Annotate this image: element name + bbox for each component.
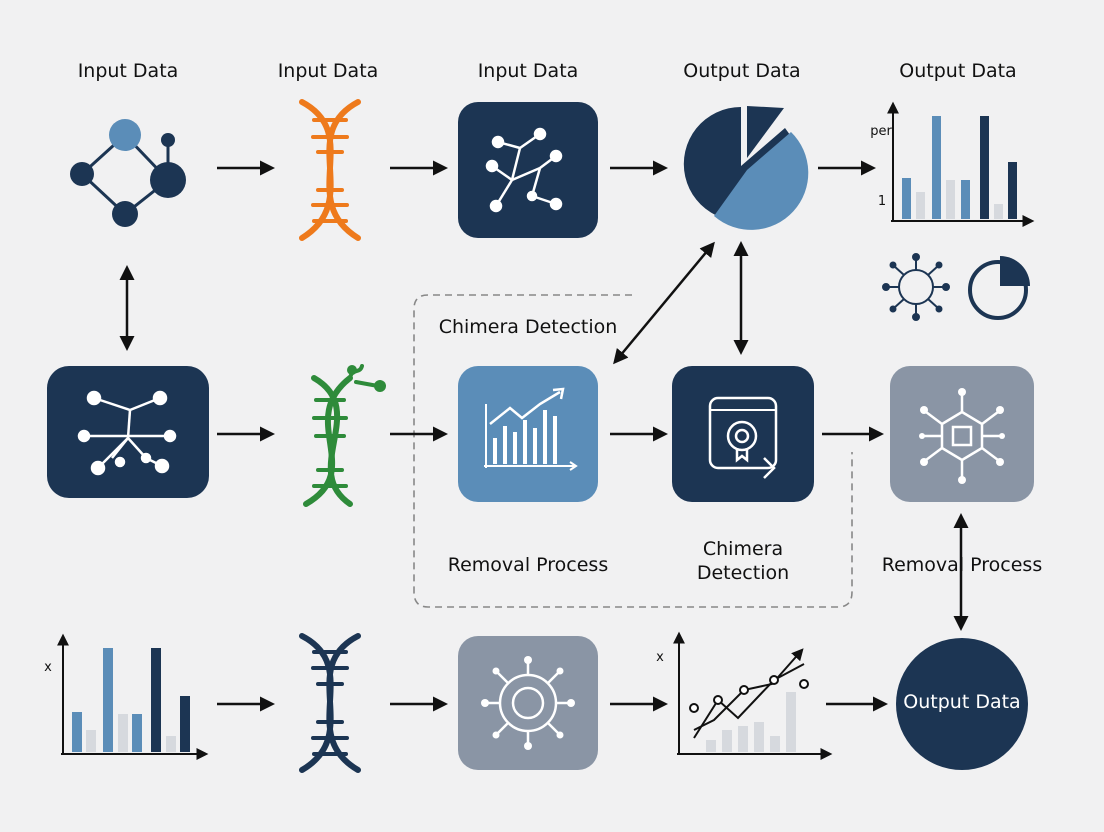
dna-green-icon — [303, 364, 386, 507]
document-badge-tile-icon — [672, 366, 814, 502]
dna-orange-icon — [299, 99, 361, 241]
chimera-detection-label-bottom: Chimera Detection — [696, 538, 790, 584]
network-tile-icon — [458, 102, 598, 238]
molecule-network-icon — [70, 119, 186, 227]
network-tile-dark-icon — [47, 366, 209, 498]
column-label-1: Input Data — [77, 60, 179, 82]
line-chart-axis-label: x — [656, 650, 664, 665]
bar-chart-icon — [887, 101, 1035, 227]
growth-chart-tile-icon — [458, 366, 598, 502]
output-data-circle — [896, 638, 1028, 770]
virus-tile-icon — [458, 636, 598, 770]
column-label-2: Input Data — [277, 60, 379, 82]
bar-chart-tick: 1 — [877, 194, 887, 209]
connector-arrows — [119, 241, 969, 631]
pie-small-icon — [968, 256, 1030, 320]
bar-chart-bottom-axis-label: x — [44, 660, 52, 675]
virus-icon — [882, 253, 950, 321]
column-label-5: Output Data — [899, 60, 1017, 82]
column-label-4: Output Data — [683, 60, 801, 82]
removal-process-label-left: Removal Process — [447, 554, 609, 576]
column-label-3: Input Data — [477, 60, 579, 82]
bar-chart-ylabel: per — [870, 124, 892, 139]
output-data-circle-label: Output Data — [903, 691, 1021, 713]
hub-tile-icon — [890, 366, 1034, 502]
pie-chart-icon — [683, 106, 809, 230]
bar-chart-bottom-icon — [57, 633, 209, 760]
dna-navy-icon — [299, 633, 361, 773]
line-bar-chart-icon — [673, 631, 833, 760]
removal-process-label-right: Removal Process — [881, 554, 1043, 576]
chimera-region-border — [413, 294, 853, 608]
chimera-detection-label-top: Chimera Detection — [438, 316, 618, 338]
